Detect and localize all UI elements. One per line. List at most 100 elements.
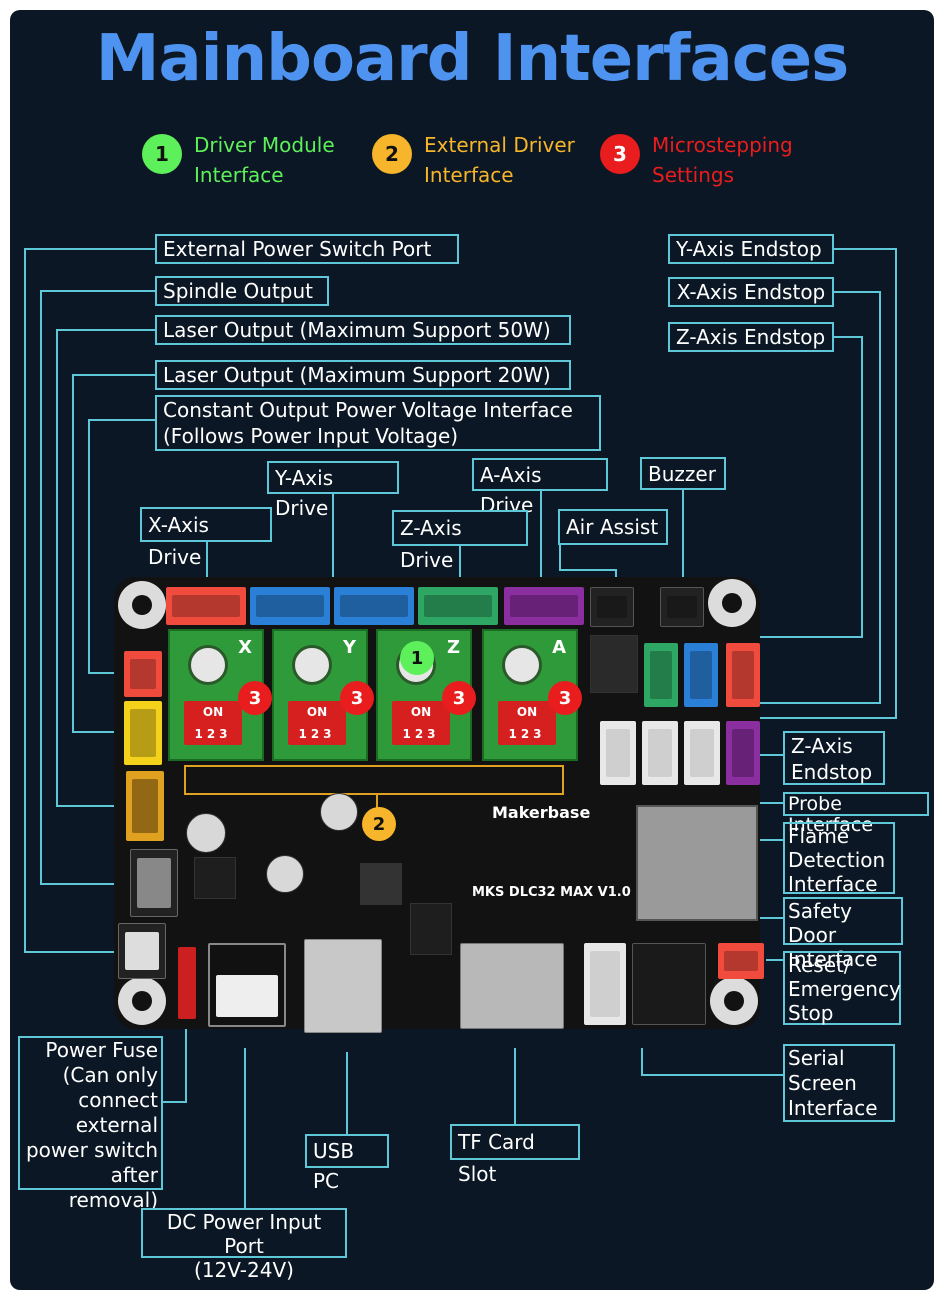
usb-port <box>304 939 382 1033</box>
label-tf-card-slot: TF Card Slot <box>450 1124 580 1186</box>
usb-chip <box>410 903 452 955</box>
laser-50w-connector <box>126 771 164 841</box>
driver-module-badge: 1 <box>400 641 434 675</box>
z-endstop-connector <box>644 643 678 707</box>
capacitor <box>292 645 332 685</box>
model-label: MKS DLC32 MAX V1.0 <box>472 885 631 900</box>
inductor <box>360 863 402 905</box>
label-laser-20w: Laser Output (Maximum Support 20W) <box>155 360 571 390</box>
legend-external-driver: 2 External Driver Interface <box>372 130 575 190</box>
serial-screen-port <box>632 943 706 1025</box>
label-flame-detection: Flame Detection Interface <box>783 822 895 896</box>
label-reset-emergency-stop: Reset/ Emergency Stop <box>783 951 901 1025</box>
dip-label: ON <box>516 705 538 719</box>
door-connector <box>600 721 636 785</box>
label-z-axis-drive: Z-Axis Drive <box>392 510 528 572</box>
label-z-endstop-top: Z-Axis Endstop <box>668 322 834 352</box>
label-y-axis-drive: Y-Axis Drive <box>267 461 399 520</box>
dip-numbers: 123 <box>508 727 546 741</box>
label-air-assist: Air Assist <box>558 509 668 545</box>
label-power-fuse: Power Fuse (Can only connect external po… <box>18 1036 163 1212</box>
page-title: Mainboard Interfaces <box>95 22 849 96</box>
power-fuse <box>178 947 196 1019</box>
mounting-hole <box>118 977 166 1025</box>
legend-microstepping: 3 Microstepping Settings <box>600 130 793 190</box>
capacitor <box>188 645 228 685</box>
driver-axis-label: A <box>552 637 566 658</box>
driver-axis-label: X <box>238 637 252 658</box>
mounting-hole <box>710 977 758 1025</box>
switch-connector <box>118 923 166 979</box>
microstepping-badge: 3 <box>442 681 476 715</box>
mounting-hole <box>118 581 166 629</box>
tf-card-slot <box>460 943 564 1029</box>
label-safety-door: Safety Door Interface <box>783 897 903 971</box>
microstepping-badge: 3 <box>340 681 374 715</box>
driver-axis-label: Z <box>446 637 460 658</box>
label-buzzer: Buzzer <box>640 457 726 490</box>
legend-text-3: Microstepping Settings <box>652 133 793 187</box>
z-endstop-side-connector <box>726 721 760 785</box>
external-driver-pointer <box>376 795 378 809</box>
regulator <box>194 857 236 899</box>
legend-driver-module: 1 Driver Module Interface <box>142 130 335 190</box>
x-motor-connector <box>166 587 246 625</box>
microstepping-badge: 3 <box>548 681 582 715</box>
capacitor <box>266 855 304 893</box>
label-probe-interface: Probe Interface <box>783 792 929 836</box>
x-endstop-connector <box>726 643 760 707</box>
a-motor-connector <box>504 587 584 625</box>
external-driver-badge: 2 <box>362 807 396 841</box>
label-constant-output: Constant Output Power Voltage Interface … <box>155 395 601 451</box>
capacitor <box>320 793 358 831</box>
beeper-connector <box>660 587 704 627</box>
spindle-terminal <box>130 849 178 917</box>
flame-connector <box>642 721 678 785</box>
label-x-axis-drive: X-Axis Drive <box>140 507 272 569</box>
legend-text-2: External Driver Interface <box>424 133 575 187</box>
dip-switch[interactable] <box>184 701 242 745</box>
y1-motor-connector <box>250 587 330 625</box>
x-driver-module: X ON 123 <box>168 629 264 761</box>
wifi-module <box>636 805 758 921</box>
label-y-endstop: Y-Axis Endstop <box>668 234 834 264</box>
a-driver-module: A ON 123 <box>482 629 578 761</box>
dip-switch[interactable] <box>498 701 556 745</box>
brand-label: Makerbase <box>492 803 591 822</box>
vin-output-connector <box>124 651 162 697</box>
dip-numbers: 123 <box>298 727 336 741</box>
capacitor <box>186 813 226 853</box>
mounting-hole <box>708 579 756 627</box>
dip-label: ON <box>202 705 224 719</box>
label-laser-50w: Laser Output (Maximum Support 50W) <box>155 315 571 345</box>
label-x-endstop: X-Axis Endstop <box>668 277 834 307</box>
driver-axis-label: Y <box>342 637 356 658</box>
y-driver-module: Y ON 123 <box>272 629 368 761</box>
legend-dot-2: 2 <box>372 134 412 174</box>
dip-switch[interactable] <box>288 701 346 745</box>
label-external-power-switch: External Power Switch Port <box>155 234 459 264</box>
legend-dot-3: 3 <box>600 134 640 174</box>
label-usb-pc: USB PC <box>305 1134 389 1193</box>
legend-text-1: Driver Module Interface <box>194 133 335 187</box>
z-motor-connector <box>418 587 498 625</box>
legend-dot-1: 1 <box>142 134 182 174</box>
laser-20w-connector <box>124 701 162 765</box>
y-endstop-connector <box>684 643 718 707</box>
label-spindle-output: Spindle Output <box>155 276 329 306</box>
probe-connector <box>684 721 720 785</box>
mosfet <box>590 635 638 693</box>
dip-label: ON <box>410 705 432 719</box>
dc-jack <box>208 943 286 1027</box>
external-driver-header <box>184 765 564 795</box>
serial-connector <box>584 943 626 1025</box>
air-connector <box>590 587 634 627</box>
dip-switch[interactable] <box>392 701 450 745</box>
reset-connector <box>718 943 764 979</box>
microstepping-badge: 3 <box>238 681 272 715</box>
y2-motor-connector <box>334 587 414 625</box>
dip-numbers: 123 <box>194 727 232 741</box>
capacitor <box>502 645 542 685</box>
label-z-endstop-side: Z-Axis Endstop <box>783 731 885 785</box>
mainboard: X ON 123 Y ON 123 Z ON 123 A ON 123 3 3 … <box>114 577 764 1033</box>
